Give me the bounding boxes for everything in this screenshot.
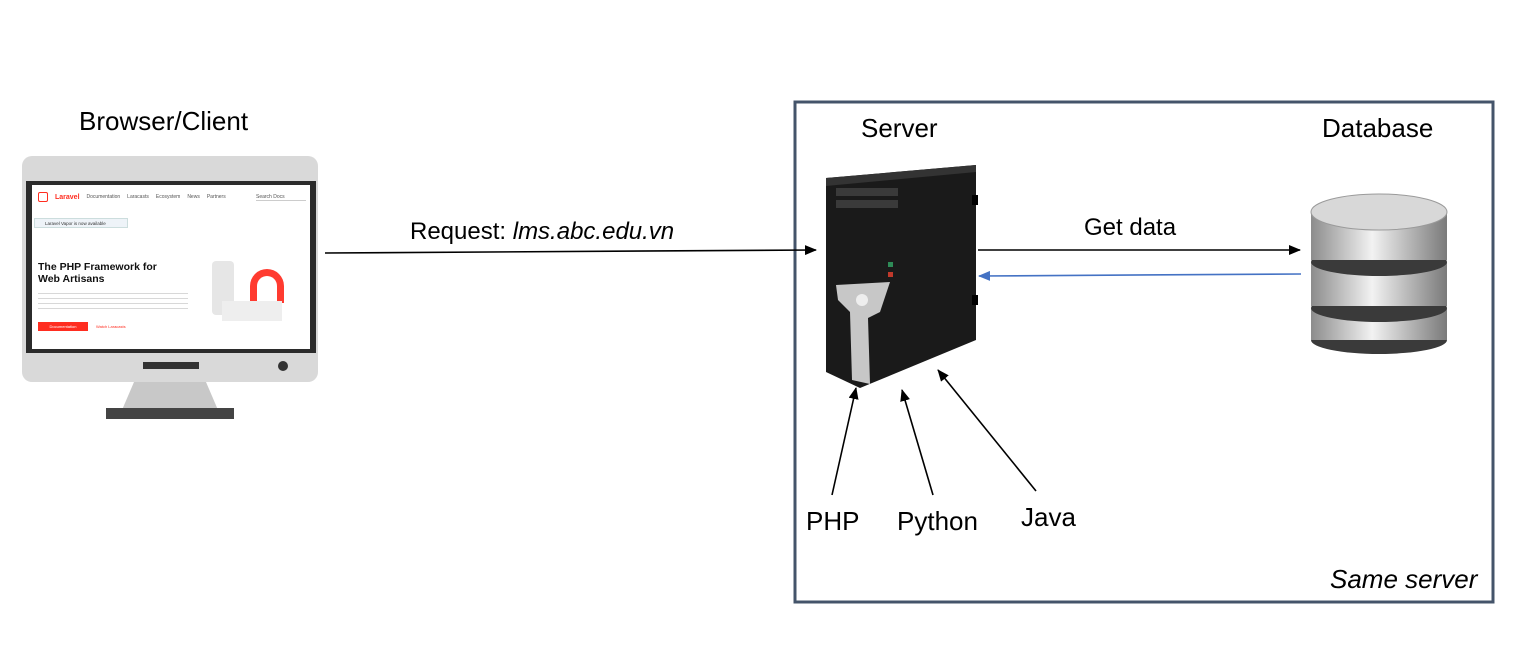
- response-arrow: [978, 270, 1302, 281]
- hero-headline-2: Web Artisans: [38, 273, 105, 285]
- java-label: Java: [1021, 502, 1076, 532]
- client-label: Browser/Client: [79, 106, 249, 136]
- database-icon: [1310, 193, 1448, 354]
- hero-text-placeholder: [38, 291, 188, 309]
- request-label: Request: lms.abc.edu.vn: [410, 220, 674, 244]
- request-prefix: Request:: [410, 218, 513, 245]
- browser-screen: Laravel Documentation Laracasts Ecosyste…: [32, 185, 310, 349]
- server-label: Server: [861, 113, 938, 143]
- server-tower-icon: [826, 165, 978, 388]
- nav-item-partners[interactable]: Partners: [206, 194, 226, 200]
- documentation-button[interactable]: Documentation: [38, 322, 88, 331]
- php-arrow: [831, 387, 859, 496]
- python-label: Python: [897, 506, 978, 536]
- nav-item-documentation[interactable]: Documentation: [86, 194, 121, 200]
- announcement-banner[interactable]: Laravel Vapor is now available: [34, 218, 128, 228]
- database-label: Database: [1322, 113, 1434, 143]
- hero-illustration: [202, 251, 302, 331]
- request-url: lms.abc.edu.vn: [512, 218, 675, 245]
- php-label: PHP: [806, 506, 860, 536]
- same-server-box: [793, 100, 1495, 604]
- same-server-label: Same server: [1330, 564, 1478, 594]
- search-docs-input[interactable]: Search Docs: [256, 194, 306, 201]
- laravel-logo-icon: [38, 192, 48, 202]
- java-arrow: [937, 369, 1037, 492]
- request-arrow: [324, 245, 817, 256]
- nav-item-news[interactable]: News: [187, 194, 200, 200]
- laravel-nav: Laravel Documentation Laracasts Ecosyste…: [38, 191, 306, 203]
- nav-item-laracasts[interactable]: Laracasts: [127, 194, 149, 200]
- get-data-label: Get data: [1084, 214, 1177, 241]
- python-arrow: [900, 389, 934, 496]
- nav-item-ecosystem[interactable]: Ecosystem: [155, 194, 181, 200]
- watch-laracasts-button[interactable]: Watch Laracasts: [96, 324, 126, 329]
- laravel-brand: Laravel: [55, 193, 80, 201]
- hero-headline-1: The PHP Framework for: [38, 261, 157, 273]
